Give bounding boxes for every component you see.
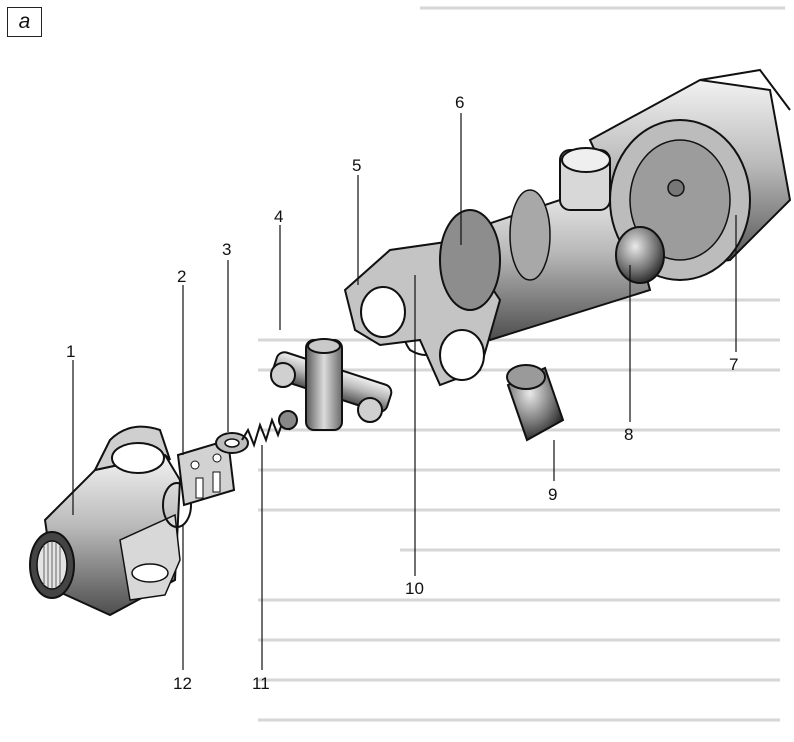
callout-4: 4 xyxy=(274,207,283,226)
callout-12: 12 xyxy=(173,674,192,693)
callout-2: 2 xyxy=(177,267,186,286)
washer-part-3 xyxy=(215,432,249,454)
callout-8: 8 xyxy=(624,425,633,444)
figure-panel-label: а xyxy=(7,7,42,37)
callout-leader-lines xyxy=(72,113,737,670)
callout-1: 1 xyxy=(66,342,75,361)
callout-5: 5 xyxy=(352,156,361,175)
cross-spider-part-4 xyxy=(270,338,393,431)
background-text-lines xyxy=(258,6,785,722)
flange-assembly-part-7-8 xyxy=(559,68,792,284)
sliding-yoke-part-5-6 xyxy=(343,178,652,387)
circlip-part-12 xyxy=(162,482,192,528)
callout-6: 6 xyxy=(455,93,464,112)
bearing-cap-part-9 xyxy=(506,364,565,442)
callout-7: 7 xyxy=(729,355,738,374)
callout-3: 3 xyxy=(222,240,231,259)
yoke-part-1 xyxy=(29,425,182,617)
callout-9: 9 xyxy=(548,485,557,504)
callout-10: 10 xyxy=(405,579,424,598)
callout-11: 11 xyxy=(252,674,270,693)
lock-plate-part-2 xyxy=(176,438,236,507)
